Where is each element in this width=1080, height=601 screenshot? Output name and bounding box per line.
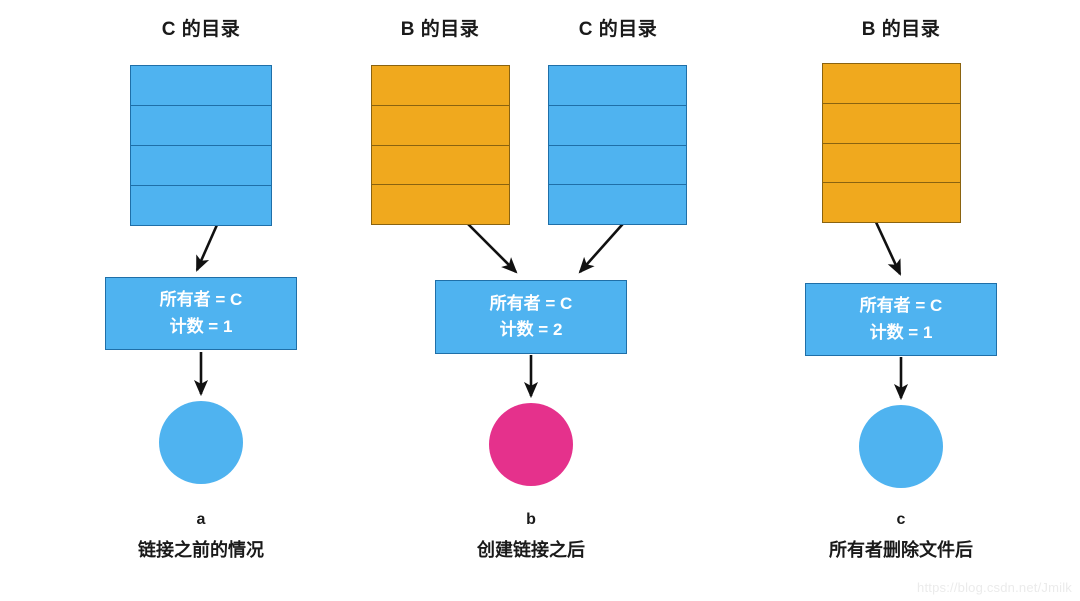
directory-row (130, 145, 272, 185)
panel-letter-b: b (526, 511, 536, 528)
directory-row (371, 184, 510, 225)
directory-row (822, 182, 961, 223)
directory-row (822, 102, 961, 143)
directory-row (548, 144, 687, 185)
inode-count-a: 计数 = 1 (169, 316, 233, 336)
panel-caption-text-c: 所有者删除文件后 (829, 540, 973, 560)
directory-row (548, 104, 687, 145)
directory-block-b-c (548, 65, 687, 225)
file-node-a (159, 401, 243, 484)
directory-block-b-b (371, 65, 510, 225)
directory-block-a-c (130, 65, 272, 226)
directory-row (548, 65, 687, 105)
panel-caption-text-a: 链接之前的情况 (138, 540, 264, 560)
inode-count-b: 计数 = 2 (499, 320, 563, 339)
dir-title-b-b: B 的目录 (400, 19, 480, 40)
directory-row (130, 185, 272, 226)
inode-count-c: 计数 = 1 (869, 322, 933, 342)
dir-title-c-b: B 的目录 (861, 19, 941, 40)
directory-block-c-b (822, 63, 961, 223)
dir-title-b-c: C 的目录 (578, 19, 658, 40)
panel-caption-a: a 链接之前的情况 (101, 511, 301, 560)
watermark: https://blog.csdn.net/Jmilk (917, 580, 1072, 595)
dir-title-a-c: C 的目录 (161, 19, 241, 40)
directory-row (548, 184, 687, 225)
panel-letter-a: a (196, 511, 206, 528)
directory-row (371, 144, 510, 185)
panel-caption-c: c 所有者删除文件后 (801, 511, 1001, 560)
file-node-b (489, 403, 573, 486)
inode-box-b: 所有者 = C 计数 = 2 (435, 280, 627, 354)
directory-row (130, 105, 272, 145)
directory-row (822, 142, 961, 183)
panel-caption-text-b: 创建链接之后 (477, 540, 585, 560)
directory-row (371, 65, 510, 105)
panel-letter-c: c (896, 511, 906, 528)
inode-owner-c: 所有者 = C (859, 296, 943, 316)
inode-box-c: 所有者 = C 计数 = 1 (805, 283, 997, 356)
inode-box-a: 所有者 = C 计数 = 1 (105, 277, 297, 350)
inode-owner-a: 所有者 = C (159, 290, 243, 310)
inode-owner-b: 所有者 = C (489, 293, 573, 313)
directory-row (130, 65, 272, 105)
directory-row (822, 63, 961, 103)
file-node-c (859, 405, 943, 488)
directory-row (371, 104, 510, 145)
panel-caption-b: b 创建链接之后 (431, 511, 631, 560)
